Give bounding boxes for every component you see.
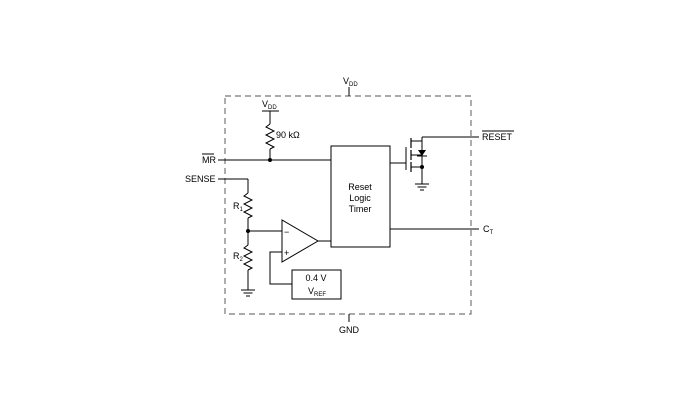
divider-ground-icon [241,289,255,297]
output-nmos-transistor [390,137,427,184]
r1-resistor [242,192,254,219]
comparator [281,219,319,263]
reset-logic-timer-block [330,145,391,248]
vref-label: VREF [308,286,326,298]
reset-pin-label: RESET [482,132,513,142]
r2-label: R2 [233,251,244,263]
comparator-minus-sign: − [284,227,289,237]
comp-plus-wire [269,251,292,285]
logic-block-line-1: Reset [348,182,372,192]
vdd-pin-label: VDD [343,76,358,88]
r1-label: R1 [233,201,244,213]
pullup-value-label: 90 kΩ [276,130,300,140]
mr-junction-dot [268,158,272,162]
r2-resistor [242,244,254,271]
sense-pin-label: SENSE [185,174,216,184]
comparator-plus-sign: + [284,248,289,258]
ct-pin-label: CT [483,224,494,236]
logic-block-line-3: Timer [349,204,372,214]
internal-vdd-label: VDD [262,99,277,111]
pullup-resistor [264,123,276,150]
gnd-pin-label: GND [339,325,360,335]
vref-value-label: 0.4 V [305,273,326,283]
mr-pin-label: MR [202,155,216,165]
package-boundary [224,95,472,315]
vref-source-box [291,269,342,300]
logic-block-line-2: Logic [349,193,371,203]
transistor-ground-icon [415,183,429,191]
